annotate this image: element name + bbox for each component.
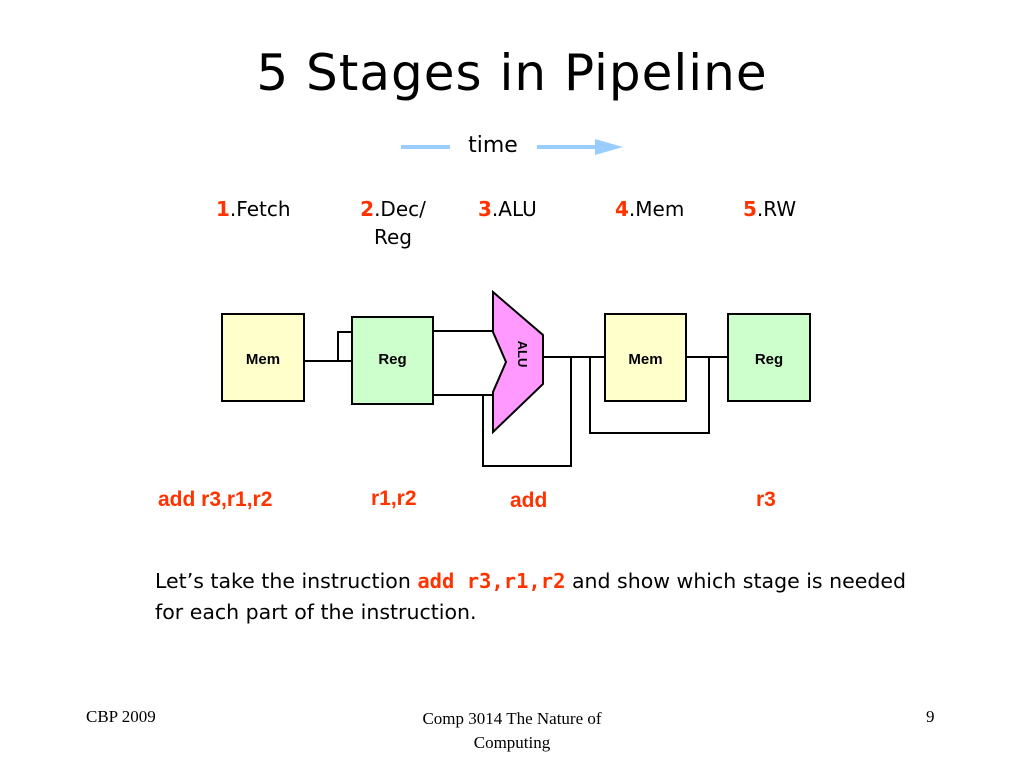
page-number: 9 <box>926 707 935 726</box>
time-label: time <box>468 133 518 158</box>
wires <box>305 330 727 467</box>
description-text: Let’s take the instruction add r3,r1,r2 … <box>155 566 915 628</box>
footer-center-line1: Comp 3014 The Nature of <box>422 709 602 728</box>
footer-center: Comp 3014 The Nature of Computing <box>380 707 644 755</box>
description-instruction: add r3,r1,r2 <box>417 569 566 593</box>
stage-name-line2: Reg <box>374 225 412 249</box>
stage-number: 5 <box>743 197 757 221</box>
mem-box-fetch: Mem <box>221 313 305 402</box>
stage-name: .Dec/ <box>374 197 426 221</box>
stage-number: 4 <box>615 197 629 221</box>
stage-number: 1 <box>216 197 230 221</box>
part-decode: r1,r2 <box>371 487 417 510</box>
wire-mem-reg <box>305 331 351 362</box>
stage-name: .Fetch <box>229 197 291 221</box>
description-after: and show which stage is needed for each … <box>155 569 906 624</box>
stage-rw: 5.RW <box>743 195 796 223</box>
alu-shape <box>492 289 544 435</box>
stage-number: 3 <box>478 197 492 221</box>
wire-alu-feedback <box>482 357 572 467</box>
time-arrow-head <box>595 139 623 155</box>
footer-left: CBP 2009 <box>86 707 156 726</box>
footer-center-line2: Computing <box>473 733 551 752</box>
stage-alu: 3.ALU <box>478 195 537 223</box>
reg-box-writeback: Reg <box>727 313 811 402</box>
part-writeback: r3 <box>756 488 776 511</box>
reg-box-decode: Reg <box>351 316 434 405</box>
time-arrow <box>401 139 623 155</box>
stage-fetch: 1.Fetch <box>216 195 291 223</box>
part-fetch: add r3,r1,r2 <box>158 488 273 511</box>
stage-name: .ALU <box>491 197 537 221</box>
stage-number: 2 <box>360 197 375 221</box>
part-alu: add <box>510 489 548 512</box>
wire-bypass <box>589 357 710 434</box>
mem-box-memory: Mem <box>604 313 687 402</box>
stage-name: .Mem <box>628 197 685 221</box>
stage-mem: 4.Mem <box>615 195 684 223</box>
stage-dec-reg: 2.Dec/ Reg <box>355 195 431 251</box>
description-before: Let’s take the instruction <box>155 569 418 593</box>
slide-title: 5 Stages in Pipeline <box>256 44 768 102</box>
alu-label: ALU <box>515 341 530 368</box>
stage-name: .RW <box>756 197 797 221</box>
